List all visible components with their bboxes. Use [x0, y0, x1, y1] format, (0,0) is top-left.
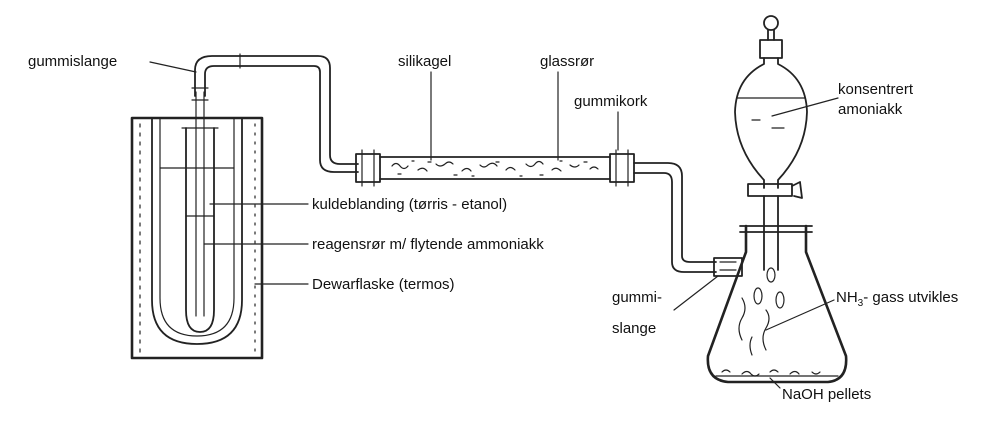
label-nh3-prefix: NH: [836, 289, 858, 306]
drying-tube: [355, 149, 635, 187]
label-amoniakk: amoniakk: [838, 101, 903, 118]
label-gummi: gummi-: [612, 289, 662, 306]
label-kuldeblanding: kuldeblanding (tørris - etanol): [312, 196, 507, 213]
label-gummikork: gummikork: [574, 93, 648, 110]
separatory-funnel: [734, 15, 808, 271]
leader-lines: [149, 61, 839, 389]
label-nh3-suffix: - gass utvikles: [863, 289, 958, 306]
rubber-hose-top: [191, 53, 359, 173]
erlenmeyer-flask: [706, 224, 848, 384]
label-dewarflaske: Dewarflaske (termos): [312, 276, 455, 293]
reagent-tube: [181, 91, 219, 333]
label-nh3-subscript: 3: [858, 298, 864, 309]
dewar-flask: [130, 116, 264, 360]
label-nh3-gas: NH3- gass utvikles: [836, 289, 958, 309]
label-reagensror: reagensrør m/ flytende ammoniakk: [312, 236, 544, 253]
label-naoh: NaOH pellets: [782, 386, 871, 403]
label-slange: slange: [612, 320, 656, 337]
label-gummislange-top: gummislange: [28, 53, 117, 70]
label-glassror: glassrør: [540, 53, 594, 70]
label-silikagel: silikagel: [398, 53, 451, 70]
connecting-tube: [633, 162, 743, 277]
label-konsentrert: konsentrert: [838, 81, 914, 98]
